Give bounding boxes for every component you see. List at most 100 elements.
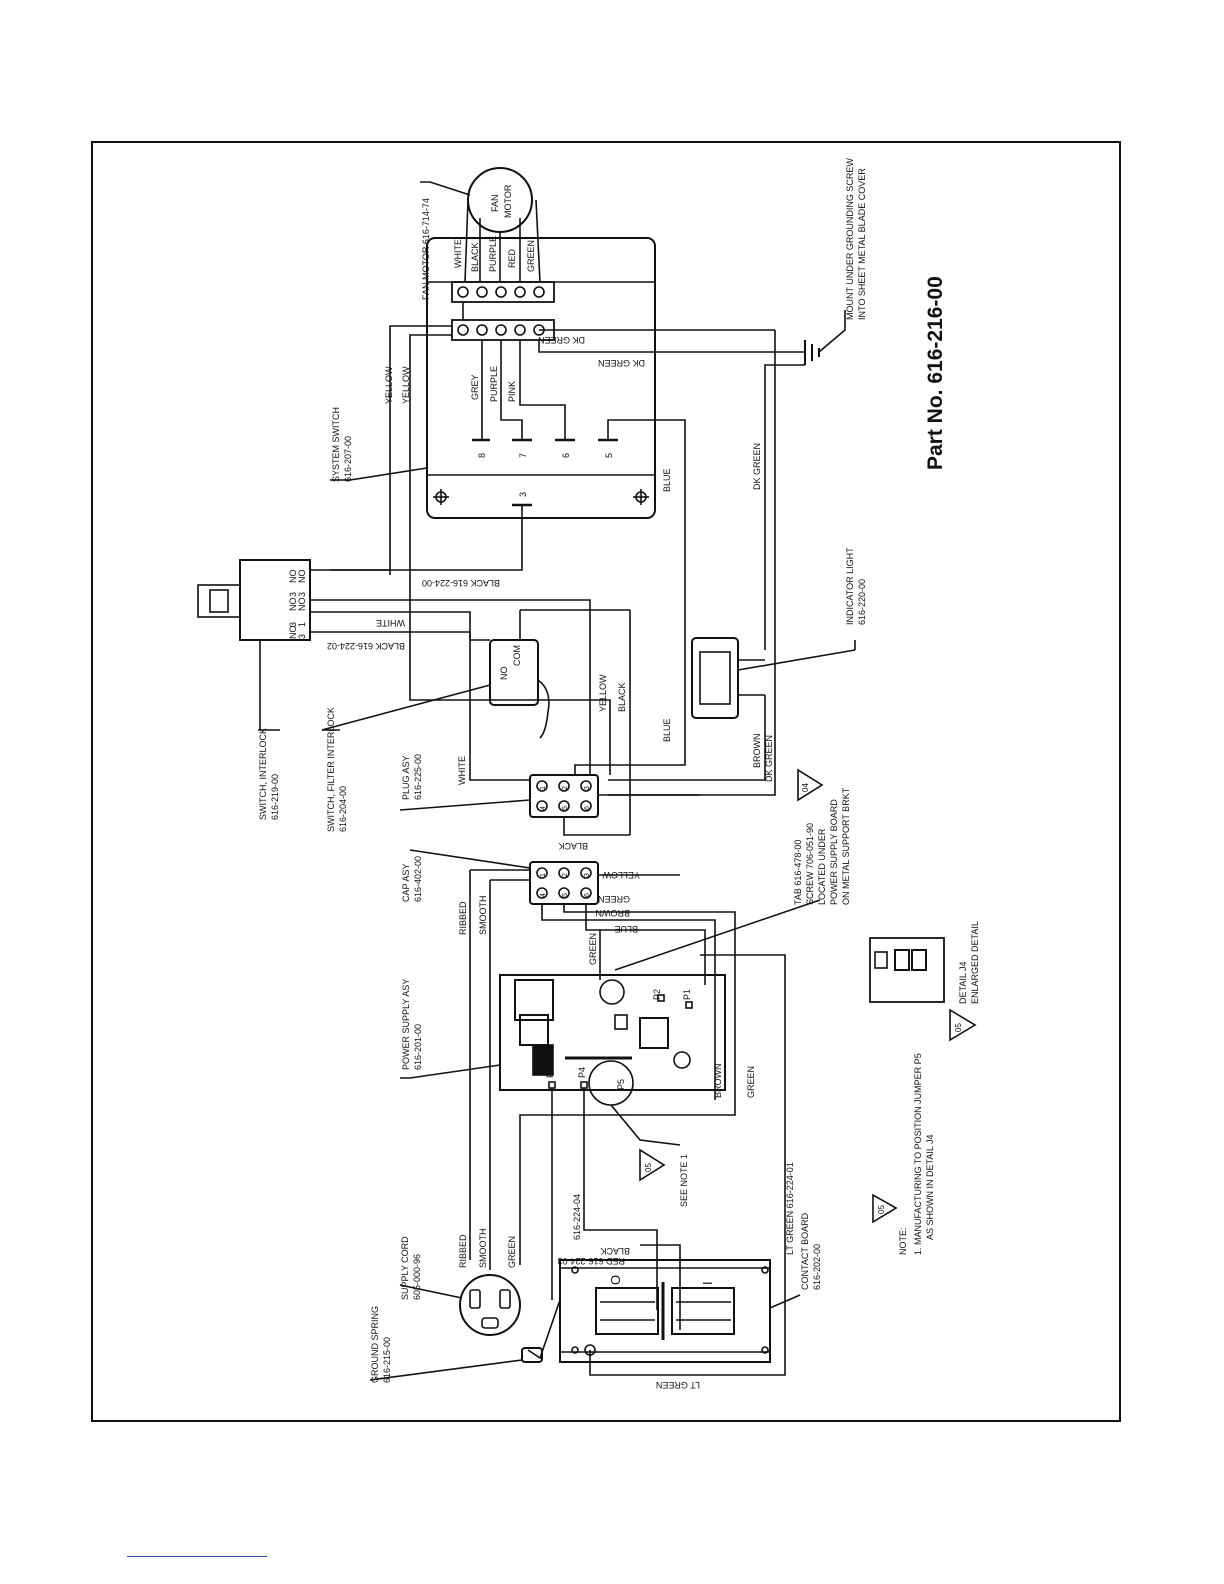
svg-text:616-215-00: 616-215-00 — [382, 1337, 392, 1383]
svg-text:3: 3 — [288, 592, 298, 597]
drawing-frame — [91, 141, 1121, 1422]
svg-text:P2: P2 — [652, 989, 662, 1000]
svg-text:I: I — [700, 1281, 715, 1285]
svg-text:8: 8 — [477, 453, 487, 458]
part-number: Part No. 616-216-00 — [924, 276, 947, 470]
svg-text:2: 2 — [562, 873, 569, 877]
svg-text:BLUE: BLUE — [662, 718, 672, 742]
svg-text:05: 05 — [644, 1163, 653, 1172]
svg-text:MOUNT UNDER GROUNDING SCREW: MOUNT UNDER GROUNDING SCREW — [845, 158, 855, 320]
note-triangle-04 — [797, 768, 824, 802]
svg-text:5: 5 — [562, 893, 569, 897]
svg-text:TAB 616-478-00: TAB 616-478-00 — [793, 840, 803, 905]
svg-text:6: 6 — [584, 806, 591, 810]
svg-text:P4: P4 — [577, 1067, 587, 1078]
svg-text:3: 3 — [518, 492, 528, 497]
svg-text:LT GREEN: LT GREEN — [656, 1380, 700, 1390]
svg-text:616-402-00: 616-402-00 — [413, 856, 423, 902]
svg-text:BROWN: BROWN — [713, 1064, 723, 1099]
svg-text:1: 1 — [540, 873, 547, 877]
svg-text:7: 7 — [518, 453, 528, 458]
svg-text:2: 2 — [562, 786, 569, 790]
svg-text:GREEN: GREEN — [746, 1066, 756, 1098]
filter-interlock-switch — [489, 639, 539, 706]
svg-text:NO: NO — [288, 626, 298, 640]
svg-text:BLACK: BLACK — [558, 841, 588, 851]
svg-text:PLUG ASY: PLUG ASY — [401, 755, 411, 800]
fan-motor — [467, 167, 533, 233]
svg-text:3: 3 — [297, 592, 307, 597]
svg-text:5: 5 — [604, 453, 614, 458]
svg-text:CAP ASY: CAP ASY — [401, 864, 411, 902]
svg-text:616-201-00: 616-201-00 — [413, 1024, 423, 1070]
svg-text:GREEN: GREEN — [507, 1236, 517, 1268]
svg-text:NOTE:: NOTE: — [898, 1227, 908, 1255]
ground-spring — [527, 1299, 561, 1360]
svg-text:616-225-00: 616-225-00 — [413, 754, 423, 800]
footer-rule — [127, 1556, 267, 1557]
svg-text:GROUND SPRING: GROUND SPRING — [370, 1306, 380, 1383]
svg-text:BLACK: BLACK — [470, 242, 480, 272]
power-supply-board — [499, 974, 726, 1091]
svg-text:YELLOW: YELLOW — [598, 674, 608, 712]
svg-text:05: 05 — [954, 1023, 963, 1032]
svg-text:1: 1 — [540, 786, 547, 790]
svg-text:P3: P3 — [545, 1067, 555, 1078]
svg-text:DK GREEN: DK GREEN — [764, 735, 774, 782]
svg-text:3: 3 — [297, 634, 307, 639]
system-switch — [426, 237, 656, 519]
svg-text:P5: P5 — [616, 1079, 626, 1090]
note-triangle-05-c — [872, 1193, 898, 1224]
svg-text:POWER SUPPLY BOARD: POWER SUPPLY BOARD — [829, 799, 839, 905]
svg-text:6: 6 — [584, 893, 591, 897]
svg-text:GREEN: GREEN — [598, 894, 630, 904]
svg-text:SWITCH, FILTER INTERLOCK: SWITCH, FILTER INTERLOCK — [326, 707, 336, 832]
svg-text:BLACK: BLACK — [600, 1246, 630, 1256]
mount-crosshairs — [433, 489, 649, 505]
svg-text:DK GREEN: DK GREEN — [538, 335, 585, 345]
svg-text:GREEN: GREEN — [588, 933, 598, 965]
svg-text:SYSTEM SWITCH: SYSTEM SWITCH — [331, 407, 341, 482]
svg-text:FAN MOTOR 616-714-74: FAN MOTOR 616-714-74 — [421, 198, 431, 300]
svg-text:DK GREEN: DK GREEN — [598, 358, 645, 368]
svg-text:ON METAL SUPPORT BRKT: ON METAL SUPPORT BRKT — [841, 787, 851, 905]
svg-text:4: 4 — [540, 806, 547, 810]
svg-text:605-000-96: 605-000-96 — [412, 1254, 422, 1300]
svg-text:SEE NOTE 1: SEE NOTE 1 — [679, 1154, 689, 1207]
svg-text:1. MANUFACTURING TO POSITION J: 1. MANUFACTURING TO POSITION JUMPER P5 — [913, 1053, 923, 1255]
svg-text:SCREW 706-051-90: SCREW 706-051-90 — [805, 823, 815, 905]
svg-text:3: 3 — [584, 786, 591, 790]
note-triangle-05-a — [949, 1008, 977, 1042]
cap-pins — [536, 867, 592, 899]
svg-text:ENLARGED DETAIL: ENLARGED DETAIL — [970, 921, 980, 1004]
svg-text:4: 4 — [540, 893, 547, 897]
svg-text:DK GREEN: DK GREEN — [752, 443, 762, 490]
svg-text:BLACK: BLACK — [617, 682, 627, 712]
svg-text:BROWN: BROWN — [596, 908, 631, 918]
svg-text:GREEN: GREEN — [526, 240, 536, 272]
svg-text:PURPLE: PURPLE — [489, 366, 499, 402]
svg-text:BLUE: BLUE — [614, 924, 638, 934]
svg-text:PURPLE: PURPLE — [488, 236, 498, 272]
svg-text:P1: P1 — [682, 989, 692, 1000]
svg-text:O: O — [608, 1275, 623, 1285]
svg-text:YELLOW: YELLOW — [384, 366, 394, 404]
svg-text:MOTOR: MOTOR — [503, 184, 513, 218]
svg-text:BLUE: BLUE — [662, 468, 672, 492]
svg-text:COM: COM — [512, 645, 522, 666]
svg-text:LT GREEN 616-224-01: LT GREEN 616-224-01 — [785, 1162, 795, 1255]
svg-text:POWER SUPPLY ASY: POWER SUPPLY ASY — [401, 979, 411, 1070]
svg-text:INTO SHEET METAL BLADE COVER: INTO SHEET METAL BLADE COVER — [857, 168, 867, 320]
svg-text:RED: RED — [507, 248, 517, 268]
svg-text:SWITCH, INTERLOCK: SWITCH, INTERLOCK — [258, 728, 268, 820]
svg-text:04: 04 — [801, 783, 810, 792]
svg-text:616-204-00: 616-204-00 — [338, 786, 348, 832]
svg-text:616-224-04: 616-224-04 — [572, 1194, 582, 1240]
switch-pins — [472, 438, 618, 507]
svg-text:CONTACT BOARD: CONTACT BOARD — [800, 1212, 810, 1290]
svg-text:FAN: FAN — [490, 194, 500, 212]
svg-text:3: 3 — [584, 873, 591, 877]
svg-text:LOCATED UNDER: LOCATED UNDER — [817, 828, 827, 905]
labels: Part No. 616-216-00 FAN MOTOR 616-714-74… — [258, 158, 980, 1390]
